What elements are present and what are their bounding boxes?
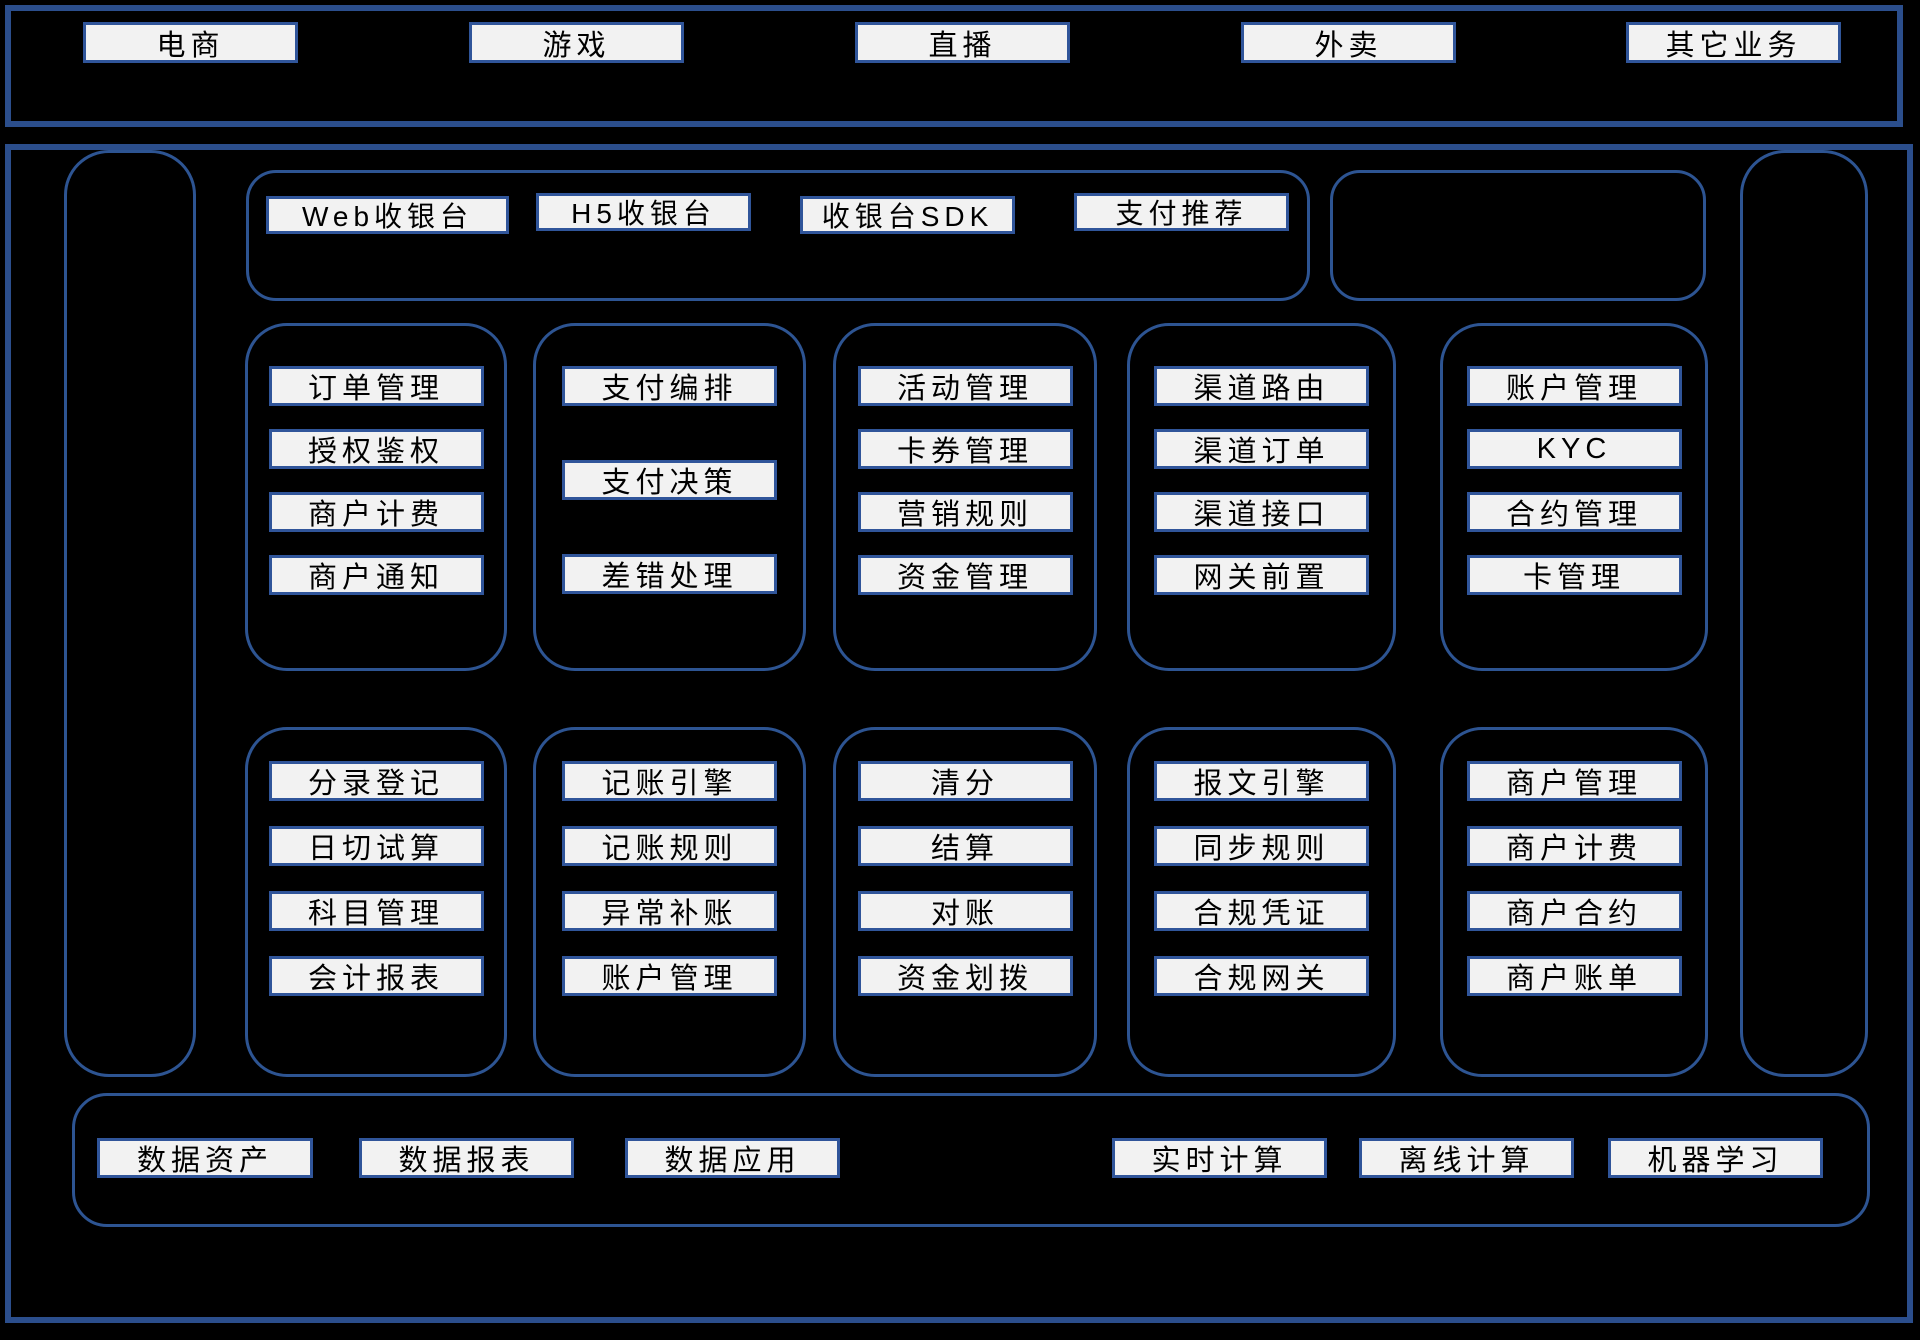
payment-core-column-2: 支付编排支付决策差错处理: [533, 323, 806, 671]
node-box: 渠道订单: [1154, 429, 1369, 469]
node-box: 机器学习: [1608, 1138, 1823, 1178]
node-box: 合规凭证: [1154, 891, 1369, 931]
node-box: 合规网关: [1154, 956, 1369, 996]
node-box: 同步规则: [1154, 826, 1369, 866]
node-box: 离线计算: [1359, 1138, 1574, 1178]
node-box: 商户管理: [1466, 761, 1682, 801]
data-platform-band: 数据资产 数据报表 数据应用 实时计算离线计算机器学习: [72, 1093, 1870, 1227]
node-box: 卡券管理: [857, 429, 1073, 469]
node-box: 直播: [855, 22, 1070, 63]
node-box: 支付编排: [562, 366, 777, 406]
settlement-column-2: 记账引擎记账规则异常补账账户管理: [533, 727, 806, 1077]
node-box: 记账规则: [562, 826, 777, 866]
settlement-column-1: 分录登记日切试算科目管理会计报表: [245, 727, 507, 1077]
payment-core-column-3: 活动管理卡券管理营销规则资金管理: [833, 323, 1097, 671]
node-box: 差错处理: [562, 554, 777, 594]
node-box: 数据应用: [625, 1138, 840, 1178]
node-box: 渠道接口: [1154, 492, 1369, 532]
node-box: 结算: [857, 826, 1073, 866]
node-box: 记账引擎: [562, 761, 777, 801]
node-box: 资金划拨: [857, 956, 1073, 996]
node-box: 商户计费: [268, 492, 484, 532]
node-box: Web收银台: [266, 196, 509, 234]
node-box: 活动管理: [857, 366, 1073, 406]
payment-core-column-4: 渠道路由渠道订单渠道接口网关前置: [1127, 323, 1396, 671]
node-box: 授权鉴权: [268, 429, 484, 469]
node-box: 资金管理: [857, 555, 1073, 595]
payment-core-column-1: 订单管理授权鉴权商户计费商户通知: [245, 323, 507, 671]
node-box: 商户通知: [268, 555, 484, 595]
left-rail: [64, 150, 196, 1077]
cashier-layer-panel: Web收银台 H5收银台 收银台SDK 支付推荐: [246, 170, 1310, 301]
node-box: 支付决策: [562, 460, 777, 500]
cashier-extra-panel: [1330, 170, 1706, 301]
node-box: 分录登记: [268, 761, 484, 801]
node-box: 卡管理: [1466, 555, 1682, 595]
node-box: 渠道路由: [1154, 366, 1369, 406]
data-platform-right-group: 实时计算离线计算机器学习: [75, 1096, 1867, 1224]
node-box: 电商: [83, 22, 298, 63]
node-box: 数据资产: [97, 1138, 313, 1178]
node-box: 网关前置: [1154, 555, 1369, 595]
node-box: 商户账单: [1466, 956, 1682, 996]
node-box: 报文引擎: [1154, 761, 1369, 801]
node-box: 数据报表: [359, 1138, 574, 1178]
node-box: 商户计费: [1466, 826, 1682, 866]
node-box: 账户管理: [562, 956, 777, 996]
node-box: 实时计算: [1112, 1138, 1327, 1178]
node-box: 日切试算: [268, 826, 484, 866]
node-box: 账户管理: [1466, 366, 1682, 406]
node-box: H5收银台: [536, 193, 751, 231]
node-box: 合约管理: [1466, 492, 1682, 532]
node-box: KYC: [1466, 429, 1682, 469]
settlement-column-3: 清分结算对账资金划拨: [833, 727, 1097, 1077]
settlement-column-4: 报文引擎同步规则合规凭证合规网关: [1127, 727, 1396, 1077]
node-box: 商户合约: [1466, 891, 1682, 931]
business-layer-frame: 电商 游戏 直播 外卖 其它业务: [5, 5, 1903, 127]
payment-core-column-5: 账户管理 KYC 合约管理卡管理: [1440, 323, 1708, 671]
node-box: 清分: [857, 761, 1073, 801]
node-box: 收银台SDK: [800, 196, 1015, 234]
node-box: 营销规则: [857, 492, 1073, 532]
node-box: 外卖: [1241, 22, 1456, 63]
node-box: 对账: [857, 891, 1073, 931]
node-box: 异常补账: [562, 891, 777, 931]
node-box: 会计报表: [268, 956, 484, 996]
node-box: 订单管理: [268, 366, 484, 406]
settlement-column-5: 商户管理商户计费商户合约商户账单: [1440, 727, 1708, 1077]
node-box: 游戏: [469, 22, 684, 63]
node-box: 科目管理: [268, 891, 484, 931]
data-platform-left-group: 数据资产 数据报表 数据应用: [75, 1096, 1867, 1224]
right-rail: [1740, 150, 1868, 1077]
node-box: 其它业务: [1626, 22, 1841, 63]
node-box: 支付推荐: [1074, 193, 1289, 231]
